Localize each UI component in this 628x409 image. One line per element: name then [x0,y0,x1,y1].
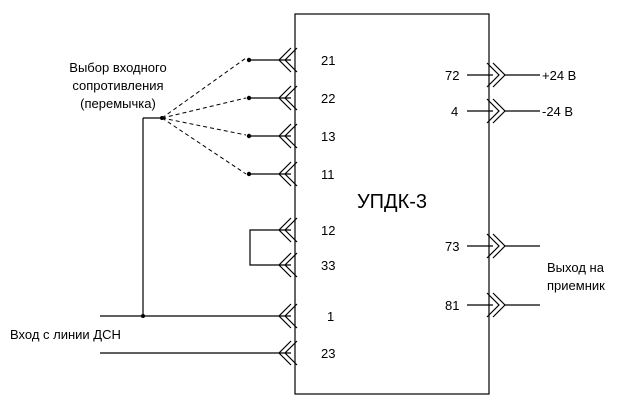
jumper-loop-12-33 [249,229,291,266]
block-label: УПДК-3 [357,191,427,213]
pin-73: 73 [445,239,459,254]
power-plus-label: +24 В [542,68,576,83]
right-internal-stubs [467,74,493,306]
updk-block [294,13,490,395]
output-label-line2: приемник [547,278,605,293]
pin-4: 4 [451,104,458,119]
jumper-label-line2: сопротивления [72,78,163,93]
pin-23: 23 [321,346,335,361]
right-connectors [486,62,506,318]
output-label-line1: Выход на [547,260,605,275]
power-minus-label: -24 В [542,104,573,119]
left-connectors [278,47,298,366]
jumper-label-line1: Выбор входного [69,60,166,75]
jumper-pin-stubs [246,57,291,177]
input-label: Вход с линии ДСН [10,327,121,342]
pin-81: 81 [445,298,459,313]
pin-1: 1 [327,309,334,324]
jumper-dashed-lines [161,57,247,175]
pin-33: 33 [321,258,335,273]
pin-72: 72 [445,68,459,83]
pin-13: 13 [321,129,335,144]
pin-12: 12 [321,223,335,238]
pin-22: 22 [321,91,335,106]
pin-21: 21 [321,53,335,68]
right-external-wires [505,74,540,306]
jumper-label-line3: (перемычка) [80,96,156,111]
pin-11: 11 [321,167,335,182]
